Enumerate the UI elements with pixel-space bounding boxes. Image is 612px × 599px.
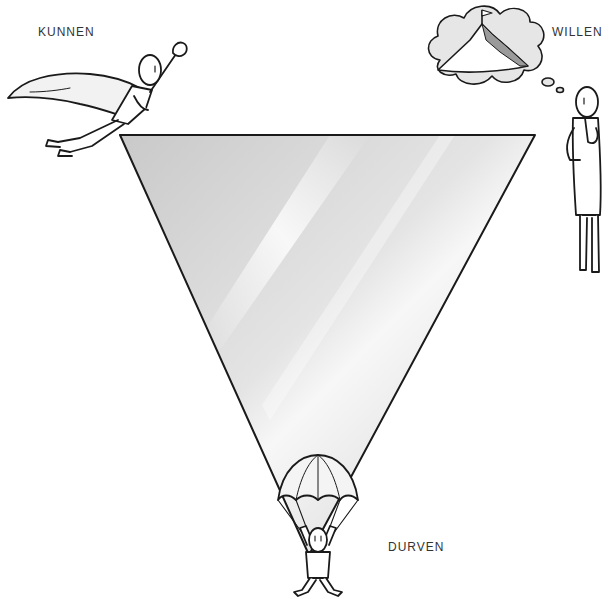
triangle — [120, 135, 535, 555]
thought-cloud — [428, 6, 563, 92]
parachute-figure — [278, 455, 358, 596]
corner-label: KUNNEN — [38, 25, 95, 39]
superhero-figure — [8, 43, 187, 156]
corner-label: WILLEN — [552, 25, 603, 39]
corner-label: DURVEN — [388, 540, 444, 554]
thinking-figure — [567, 87, 601, 272]
